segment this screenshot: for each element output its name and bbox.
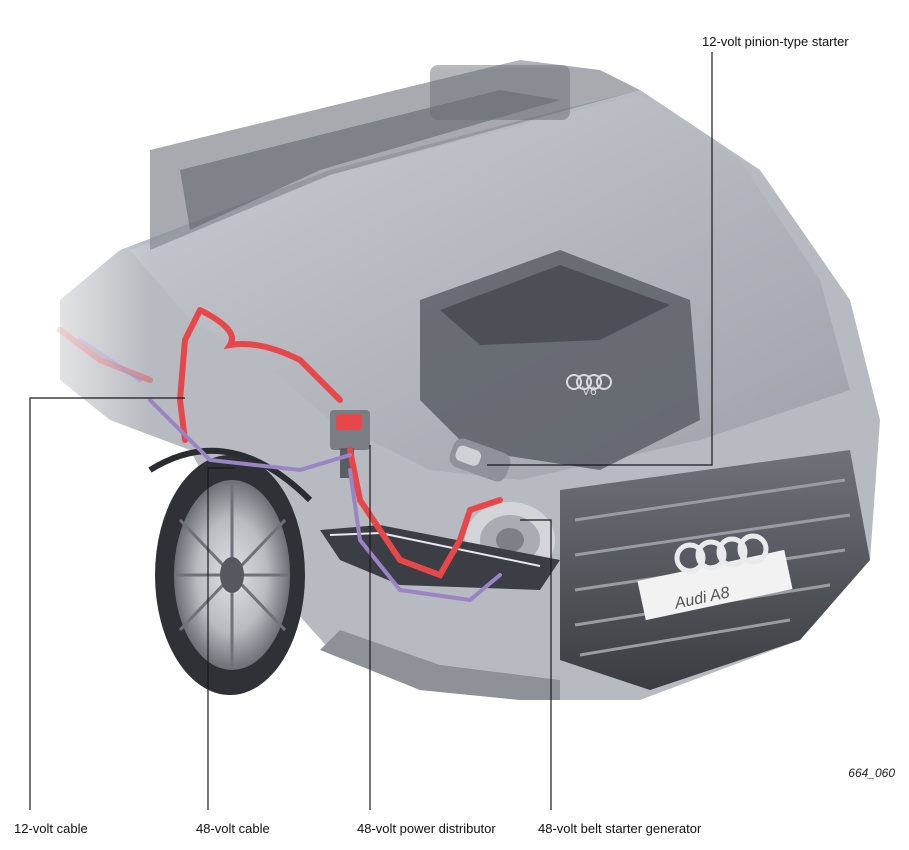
car-body: V6 Audi A8: [60, 60, 880, 700]
figure-id: 664_060: [848, 766, 895, 780]
label-power-distributor: 48-volt power distributor: [357, 821, 496, 836]
leader-48v-cable: [207, 467, 235, 810]
label-pinion-starter: 12-volt pinion-type starter: [702, 34, 849, 49]
audi-rings-logo: [674, 533, 769, 574]
leader-lines: [29, 52, 713, 810]
pinion-starter: [449, 438, 511, 482]
engine: V6: [420, 250, 700, 470]
engine-label: V6: [582, 384, 597, 398]
label-belt-starter-generator: 48-volt belt starter generator: [538, 821, 702, 836]
label-12v-cable: 12-volt cable: [14, 821, 88, 836]
label-48v-cable: 48-volt cable: [196, 821, 270, 836]
leader-belt-starter-generator: [520, 519, 552, 810]
power-distributor: [330, 410, 370, 478]
leader-pinion-starter: [487, 52, 713, 466]
leader-12v-cable: [29, 397, 185, 810]
engine-rings-logo: [566, 374, 612, 390]
front-wheel: [155, 455, 305, 695]
front-grille: Audi A8: [560, 450, 870, 690]
